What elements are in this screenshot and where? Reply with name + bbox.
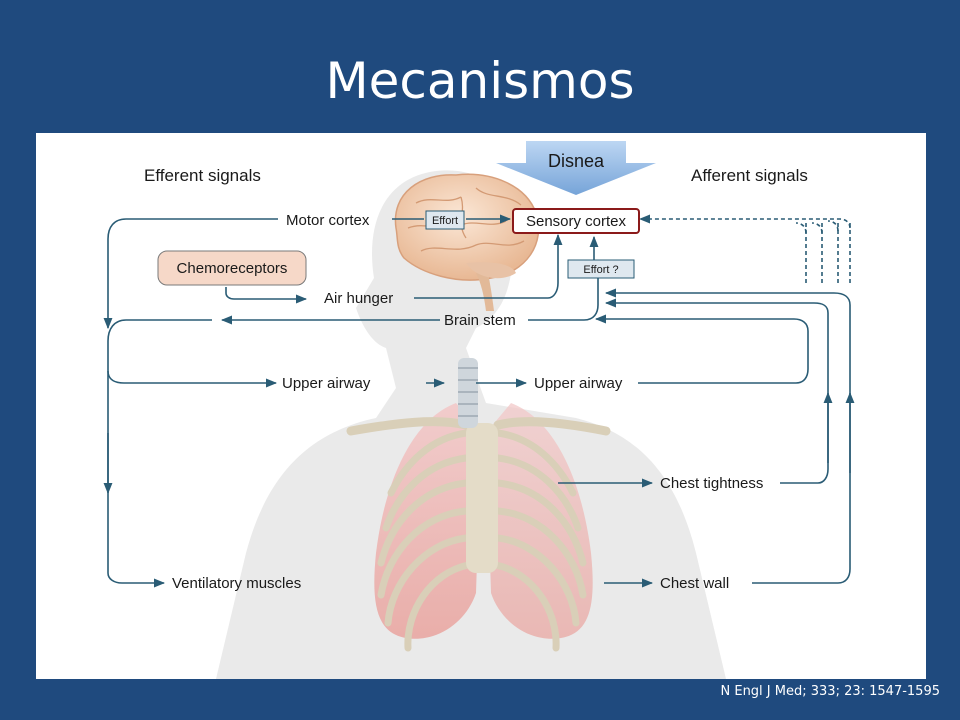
chemoreceptors-box: Chemoreceptors [157,250,307,286]
effort-question-label: Effort ? [583,264,618,276]
disnea-banner: Disnea [496,141,656,195]
upper-airway-efferent-label: Upper airway [282,375,371,392]
sensory-cortex-box: Sensory cortex [512,208,640,234]
citation: N Engl J Med; 333; 23: 1547-1595 [720,684,941,699]
brain-illustration [394,173,540,311]
dyspnea-mechanisms-figure: Disnea Efferent signals Afferent signals [36,133,926,679]
motor-cortex-label: Motor cortex [286,212,370,229]
air-hunger-label: Air hunger [324,290,393,307]
afferent-heading: Afferent signals [691,166,808,185]
slide-title: Mecanismos [325,52,635,110]
effort-label: Effort [432,215,458,227]
disnea-label: Disnea [548,151,605,171]
efferent-heading: Efferent signals [144,166,261,185]
chemoreceptors-label: Chemoreceptors [177,260,288,277]
sensory-cortex-label: Sensory cortex [526,213,627,230]
signal-arrows [103,214,855,588]
diagram-canvas: Disnea Efferent signals Afferent signals [103,141,855,679]
brain-stem-label: Brain stem [444,312,516,329]
chest-tightness-label: Chest tightness [660,475,763,492]
ventilatory-muscles-label: Ventilatory muscles [172,575,301,592]
effort-question-box: Effort ? [567,259,635,279]
effort-box: Effort [425,210,465,230]
chest-wall-label: Chest wall [660,575,729,592]
trachea-illustration [458,358,478,428]
upper-airway-afferent-label: Upper airway [534,375,623,392]
sternum-illustration [466,423,498,573]
